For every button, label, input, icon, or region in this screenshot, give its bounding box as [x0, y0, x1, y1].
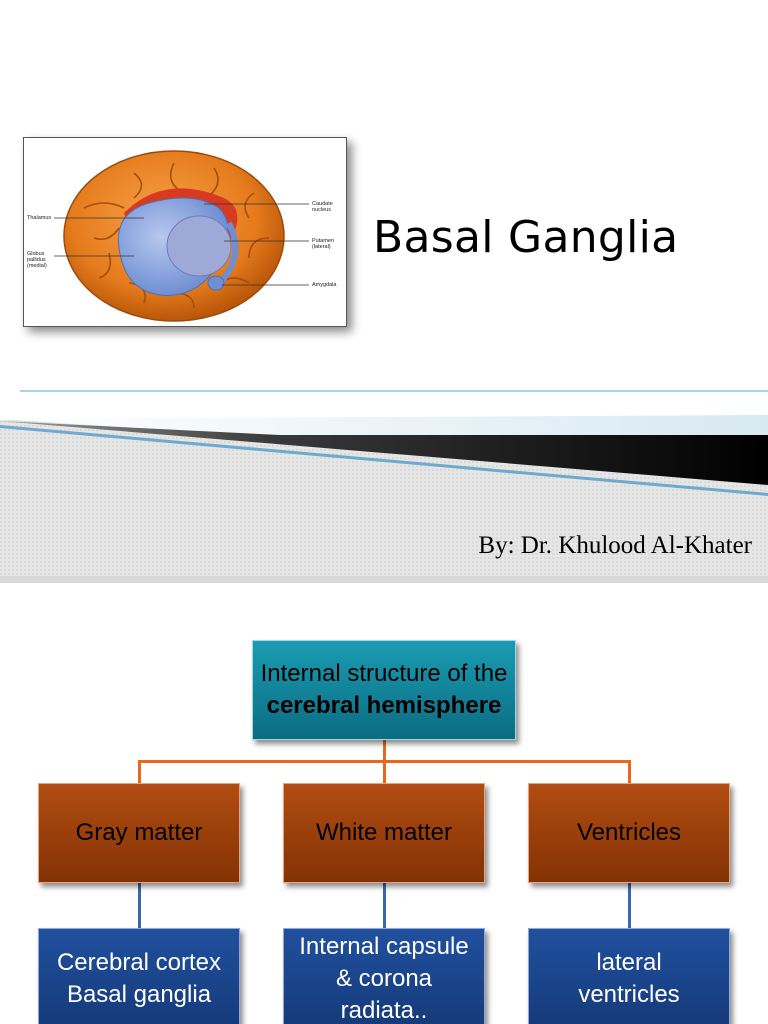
node-lateral-ventricles: lateral ventricles [528, 928, 730, 1024]
figure-label-putamen: Putamen (lateral) [312, 238, 335, 250]
node-white-matter: White matter [283, 783, 485, 883]
connector-ventricles [628, 760, 631, 783]
brain-illustration [54, 150, 309, 322]
node-ventricles-label: Ventricles [576, 819, 682, 846]
basal-ganglia-figure: Thalamus Globus pallidus (medial) Caudat… [23, 137, 347, 327]
figure-label-globus-pallidus: Globus pallidus (medial) [27, 251, 47, 269]
author-byline: By: Dr. Khulood Al-Khater [478, 532, 752, 559]
figure-label-thalamus: Thalamus [27, 215, 52, 221]
decorative-stripe-band [0, 385, 768, 576]
root-node: Internal structure of the cerebral hemis… [252, 640, 516, 740]
figure-label-amygdala: Amygdala [312, 282, 337, 288]
node-gray-child-label: Cerebral cortex Basal ganglia [56, 949, 222, 1008]
slide-separator [0, 576, 768, 583]
node-gray-matter: Gray matter [38, 783, 240, 883]
node-ventricles-child-label: lateral ventricles [578, 949, 680, 1008]
node-white-matter-label: White matter [315, 819, 453, 846]
node-ventricles: Ventricles [528, 783, 730, 883]
root-node-bold-text: cerebral hemisphere [266, 692, 502, 719]
connector-root-trunk [383, 740, 386, 762]
title-slide: Thalamus Globus pallidus (medial) Caudat… [0, 137, 768, 576]
stripe-graphic [0, 390, 768, 576]
figure-label-caudate: Caudate nucleus [312, 201, 333, 213]
hierarchy-slide: Internal structure of the cerebral hemis… [0, 583, 768, 1024]
node-gray-matter-label: Gray matter [75, 819, 203, 846]
connector-white [383, 760, 386, 783]
connector-white-child [383, 883, 386, 928]
node-cerebral-cortex-basal-ganglia: Cerebral cortex Basal ganglia [38, 928, 240, 1024]
node-internal-capsule: Internal capsule & corona radiata.. [283, 928, 485, 1024]
connector-ventricles-child [628, 883, 631, 928]
connector-gray-child [138, 883, 141, 928]
slide-title: Basal Ganglia [373, 212, 679, 263]
root-node-text: Internal structure of the [260, 660, 508, 687]
connector-gray [138, 760, 141, 783]
node-white-child-label: Internal capsule & corona radiata.. [299, 933, 469, 1024]
